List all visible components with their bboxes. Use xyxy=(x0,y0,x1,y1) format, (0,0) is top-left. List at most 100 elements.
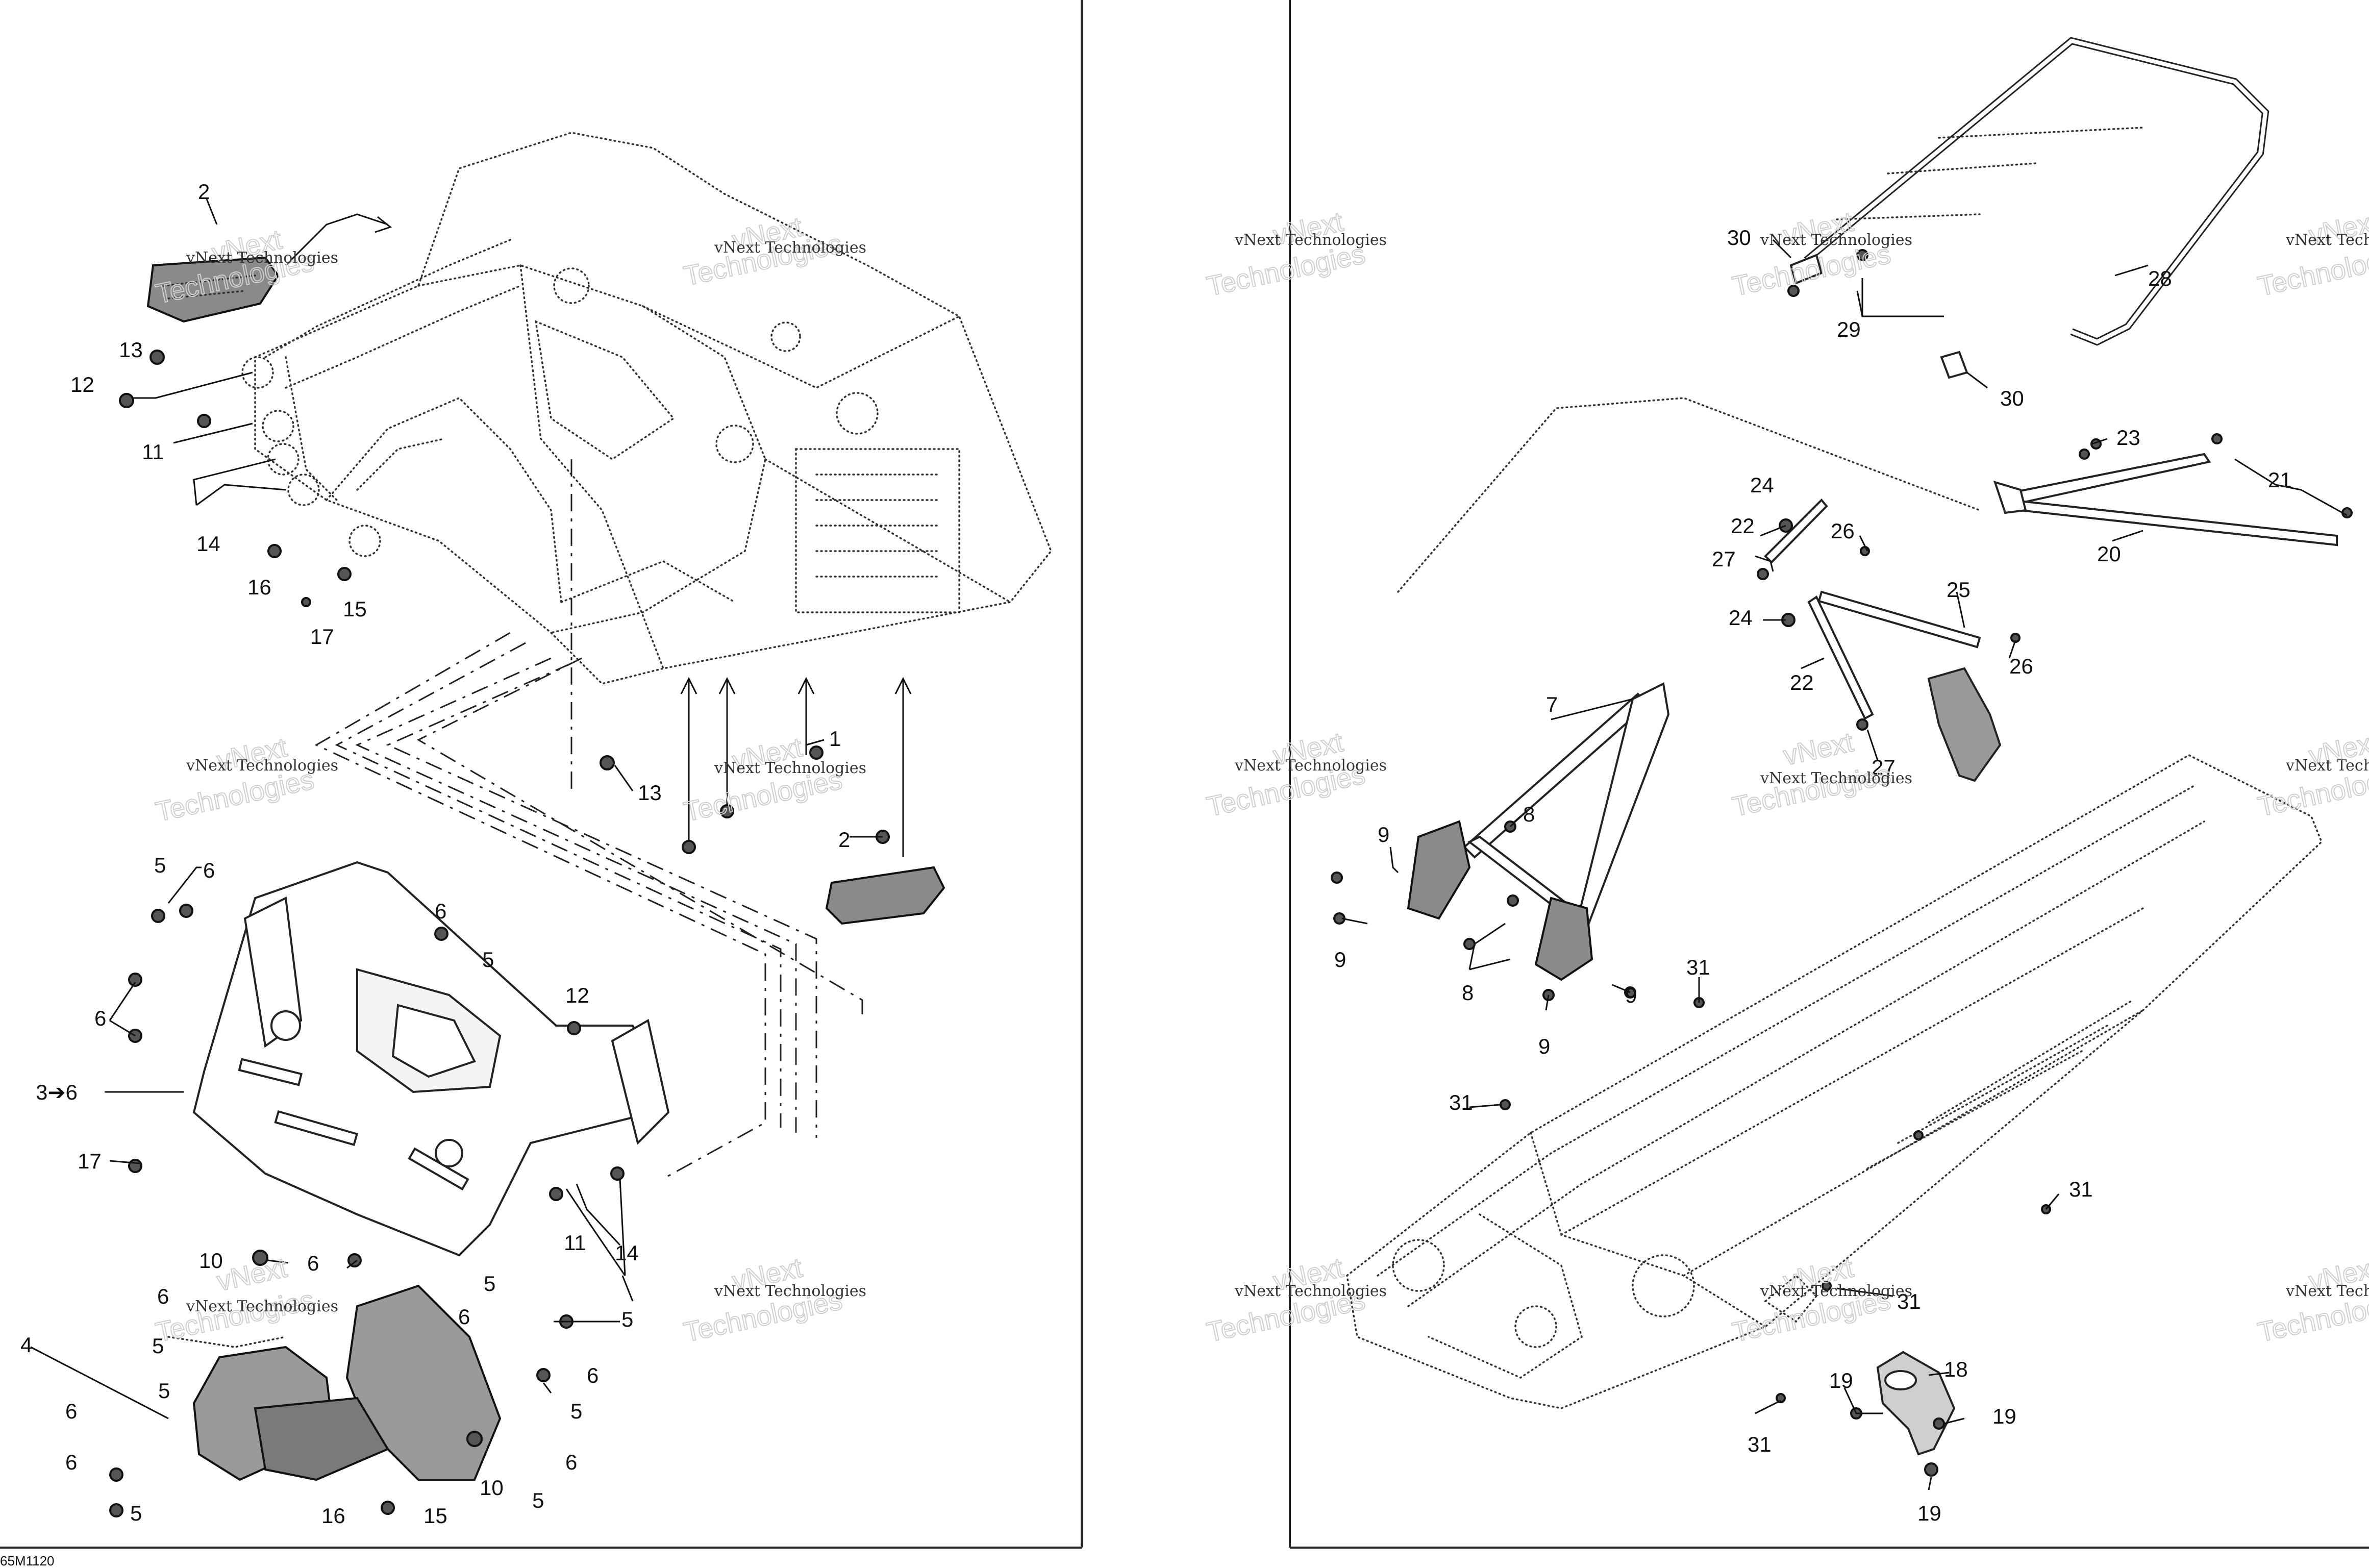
shock-links xyxy=(1764,499,2002,782)
callout-3-to-6: 3➔6 xyxy=(36,1080,78,1104)
tunnel-assembly xyxy=(1346,754,2323,1409)
callout-24b: 24 xyxy=(1729,606,1753,630)
callout-6e: 6 xyxy=(157,1284,169,1308)
lower-support-assembly xyxy=(167,1284,502,1481)
callout-11b: 11 xyxy=(564,1231,586,1255)
reference-code: 65M1120 xyxy=(0,1553,55,1568)
watermark-f: Technologies vNext vNext Technologies xyxy=(681,1252,866,1348)
svg-text:vNext Technologies: vNext Technologies xyxy=(1760,231,1912,249)
svg-text:vNext Technologies: vNext Technologies xyxy=(714,1282,866,1300)
callout-14: 14 xyxy=(196,532,220,556)
svg-text:vNext Technologies: vNext Technologies xyxy=(186,757,338,775)
svg-text:Technologies: Technologies xyxy=(1730,759,1893,823)
callout-27: 27 xyxy=(1712,547,1736,571)
watermark-k: Technologies vNext vNext Technologies xyxy=(1729,726,1912,823)
callout-5h: 5 xyxy=(570,1399,582,1423)
svg-text:vNext Technologies: vNext Technologies xyxy=(2285,231,2369,249)
callout-14b: 14 xyxy=(615,1241,639,1265)
callout-8: 8 xyxy=(1523,802,1535,826)
callout-6f: 6 xyxy=(65,1399,77,1423)
callout-22b: 22 xyxy=(1790,670,1814,694)
callout-30: 30 xyxy=(1727,226,1751,250)
callout-13: 13 xyxy=(119,338,143,362)
callout-31c: 31 xyxy=(2069,1177,2093,1201)
callout-1: 1 xyxy=(829,727,841,751)
callout-20: 20 xyxy=(2097,542,2121,566)
callout-31b: 31 xyxy=(1449,1090,1473,1114)
callout-28: 28 xyxy=(2148,266,2172,290)
svg-text:vNext Technologies: vNext Technologies xyxy=(186,1298,338,1315)
svg-text:vNext: vNext xyxy=(214,1252,290,1297)
callout-6j: 6 xyxy=(565,1450,577,1474)
leaders-right xyxy=(1341,239,2348,1490)
callout-5e: 5 xyxy=(130,1501,142,1525)
callout-24: 24 xyxy=(1750,473,1774,497)
callout-16b: 16 xyxy=(321,1504,345,1528)
svg-text:vNext Technologies: vNext Technologies xyxy=(2285,1282,2369,1300)
alignment-lines-left xyxy=(314,459,863,1180)
callout-5i: 5 xyxy=(532,1488,544,1512)
callout-9c: 9 xyxy=(1625,983,1637,1007)
callout-4: 4 xyxy=(20,1333,32,1357)
callout-15b: 15 xyxy=(423,1504,447,1528)
callout-9b: 9 xyxy=(1334,948,1346,972)
callout-5: 5 xyxy=(154,853,166,877)
rear-bracket xyxy=(1876,1351,1956,1456)
callout-2b: 2 xyxy=(838,828,850,852)
callout-6g: 6 xyxy=(65,1450,77,1474)
callout-8b: 8 xyxy=(1462,981,1474,1005)
callout-6h: 6 xyxy=(458,1305,470,1329)
bulkhead-assembly xyxy=(192,861,670,1257)
callout-10: 10 xyxy=(199,1249,223,1273)
svg-text:vNext: vNext xyxy=(1781,727,1856,771)
watermark-c: Technologies vNext vNext Technologies xyxy=(153,731,338,828)
callout-22: 22 xyxy=(1731,514,1755,538)
svg-text:vNext Technologies: vNext Technologies xyxy=(1234,231,1387,249)
callout-6b: 6 xyxy=(94,1006,106,1030)
callout-6d: 6 xyxy=(307,1251,319,1275)
leaders-left xyxy=(30,198,883,1420)
callout-2: 2 xyxy=(198,180,210,204)
svg-text:vNext Technologies: vNext Technologies xyxy=(1760,769,1912,787)
rear-suspension-bar xyxy=(1993,453,2338,546)
callout-19: 19 xyxy=(1829,1368,1853,1392)
callout-19c: 19 xyxy=(1917,1501,1941,1525)
callout-26: 26 xyxy=(1831,519,1855,543)
callout-30b: 30 xyxy=(2000,386,2024,410)
callout-6i: 6 xyxy=(587,1363,599,1387)
callout-27b: 27 xyxy=(1872,755,1896,779)
svg-text:vNext Technologies: vNext Technologies xyxy=(1234,1282,1387,1300)
watermark-j: Technologies vNext vNext Technologies xyxy=(1204,726,1387,823)
callout-9d: 9 xyxy=(1538,1034,1550,1058)
callout-21: 21 xyxy=(2268,468,2292,492)
callout-6: 6 xyxy=(203,858,215,882)
svg-text:vNext Technologies: vNext Technologies xyxy=(186,249,338,267)
watermark-a: Technologies vNext vNext Technologies xyxy=(681,211,866,292)
callout-13b: 13 xyxy=(638,781,662,805)
watermark-o: Technologies vNext vNext Technologies xyxy=(2255,1252,2369,1348)
callout-5d: 5 xyxy=(158,1379,170,1403)
assembly-arrows xyxy=(285,213,912,857)
footrest-upper xyxy=(146,256,280,323)
callout-17b: 17 xyxy=(78,1149,102,1173)
callout-11: 11 xyxy=(142,440,164,464)
svg-text:vNext Technologies: vNext Technologies xyxy=(714,759,866,777)
callout-9: 9 xyxy=(1378,823,1389,847)
watermark-l: Technologies vNext vNext Technologies xyxy=(2255,726,2369,823)
callout-5c: 5 xyxy=(152,1334,164,1358)
callout-29: 29 xyxy=(1837,317,1861,341)
svg-text:vNext Technologies: vNext Technologies xyxy=(1234,757,1387,775)
hardware-left xyxy=(109,350,890,1517)
callouts-right: 30 29 30 28 23 21 20 24 22 26 27 25 24 2… xyxy=(1334,226,2292,1525)
callout-31d: 31 xyxy=(1897,1289,1921,1313)
callout-31e: 31 xyxy=(1748,1432,1772,1456)
watermark-h: Technologies vNext vNext Technologies xyxy=(1729,206,1912,302)
callout-17: 17 xyxy=(310,625,334,649)
callout-6c: 6 xyxy=(435,899,446,923)
callouts-left: 2 13 12 11 14 16 15 17 1 13 2 5 6 6 3➔6 … xyxy=(20,180,850,1528)
watermark-i: Technologies vNext vNext Technologies xyxy=(2255,206,2369,302)
callout-10b: 10 xyxy=(480,1476,504,1500)
callout-12: 12 xyxy=(70,372,94,396)
